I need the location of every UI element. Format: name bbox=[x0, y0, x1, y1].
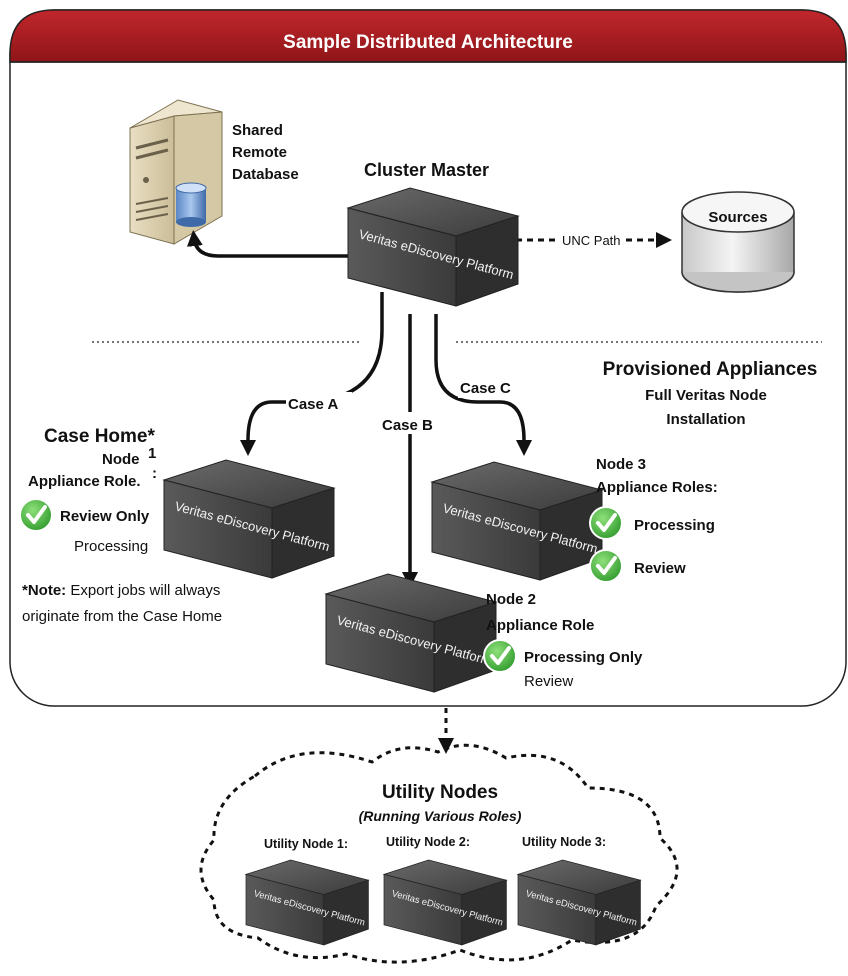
provisioned-title: Provisioned Appliances bbox=[603, 359, 818, 380]
node1-node-label: Node bbox=[102, 451, 140, 468]
node1-role-inactive: Processing bbox=[74, 538, 148, 555]
utility-node-3-label: Utility Node 3: bbox=[522, 835, 606, 849]
check-icon bbox=[589, 549, 623, 583]
unc-path-label: UNC Path bbox=[562, 233, 621, 248]
appliance-utility-3: Veritas eDiscovery Platform bbox=[516, 859, 642, 946]
note-text: Export jobs will always bbox=[66, 582, 220, 599]
appliance-utility-1: Veritas eDiscovery Platform bbox=[244, 859, 370, 946]
check-icon bbox=[589, 506, 623, 540]
header-bar bbox=[9, 9, 847, 63]
appliance-node-1: Veritas eDiscovery Platform bbox=[162, 459, 336, 579]
shared-db-line1: Shared bbox=[232, 122, 283, 139]
shared-db-line2: Remote bbox=[232, 144, 287, 161]
case-b-label: Case B bbox=[382, 417, 433, 434]
utility-title: Utility Nodes bbox=[382, 782, 498, 803]
case-a-label: Case A bbox=[288, 396, 338, 413]
cluster-master-label: Cluster Master bbox=[364, 160, 489, 180]
arrow-case-c bbox=[434, 314, 532, 456]
utility-node-1-label: Utility Node 1: bbox=[264, 837, 348, 851]
shared-db-line3: Database bbox=[232, 166, 299, 183]
appliance-node-2: Veritas eDiscovery Platform bbox=[324, 573, 498, 693]
header-title: Sample Distributed Architecture bbox=[283, 32, 573, 53]
appliance-utility-2: Veritas eDiscovery Platform bbox=[382, 859, 508, 946]
node1-role-colon: : bbox=[152, 465, 157, 482]
utility-cloud bbox=[199, 743, 679, 964]
node1-role-label: Appliance Role. bbox=[28, 473, 141, 490]
node3-role2: Review bbox=[634, 560, 686, 577]
provisioned-line2: Installation bbox=[666, 411, 745, 428]
check-icon bbox=[483, 639, 517, 673]
node1-role-active: Review Only bbox=[60, 508, 150, 525]
case-c-label: Case C bbox=[460, 380, 511, 397]
node3-role-label: Appliance Roles: bbox=[596, 479, 718, 496]
appliance-cluster-master: Veritas eDiscovery Platform bbox=[346, 187, 520, 307]
database-server-icon bbox=[129, 99, 223, 245]
sources-storage-icon bbox=[681, 191, 795, 293]
note-line2: originate from the Case Home bbox=[22, 608, 222, 625]
note-line1: *Note: Export jobs will always bbox=[22, 582, 220, 599]
check-icon bbox=[19, 498, 53, 532]
node3-title: Node 3 bbox=[596, 456, 646, 473]
appliance-node-3: Veritas eDiscovery Platform bbox=[430, 461, 604, 581]
node1-number: 1 bbox=[148, 445, 156, 462]
utility-node-2-label: Utility Node 2: bbox=[386, 835, 470, 849]
node2-title: Node 2 bbox=[486, 591, 536, 608]
node2-role-active: Processing Only bbox=[524, 649, 643, 666]
utility-subtitle: (Running Various Roles) bbox=[359, 808, 522, 824]
note-bold: *Note: bbox=[22, 582, 66, 599]
node2-role-inactive: Review bbox=[524, 673, 573, 690]
arrow-to-database bbox=[186, 230, 348, 258]
provisioned-line1: Full Veritas Node bbox=[645, 387, 767, 404]
node2-role-label: Appliance Role bbox=[486, 617, 594, 634]
node3-role1: Processing bbox=[634, 517, 715, 534]
case-home-title: Case Home* bbox=[44, 426, 155, 447]
sources-label: Sources bbox=[708, 209, 767, 226]
